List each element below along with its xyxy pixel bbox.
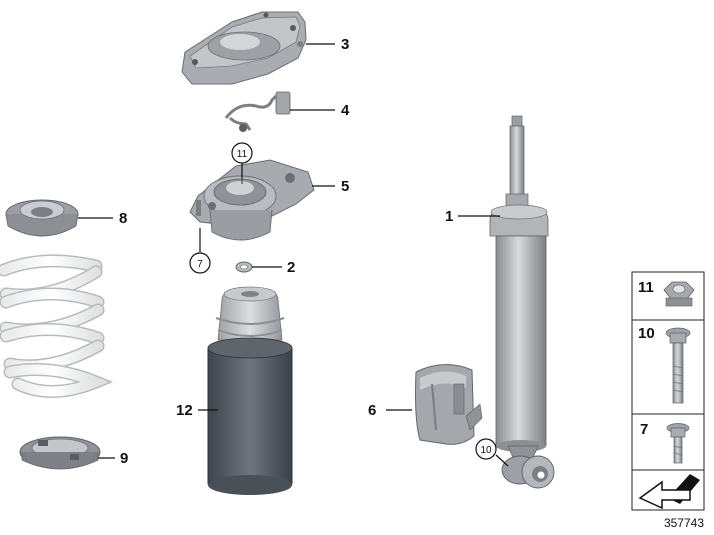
callout-4: 4 xyxy=(341,102,350,119)
strut-mount-part xyxy=(189,159,315,241)
circled-callout-7: 7 xyxy=(189,252,211,274)
circled-callout-10: 10 xyxy=(475,438,497,460)
circled-10-label: 10 xyxy=(480,445,492,456)
callout-9: 9 xyxy=(120,450,128,467)
washer-part xyxy=(235,261,253,273)
callout-12: 12 xyxy=(176,402,193,419)
diagram-number: 357743 xyxy=(664,516,704,530)
shock-absorber-part xyxy=(489,115,555,489)
clamp-sleeve-part xyxy=(415,364,483,445)
callout-8: 8 xyxy=(119,210,127,227)
circled-7-label: 7 xyxy=(197,259,203,270)
direction-arrow-icon xyxy=(638,474,700,510)
lower-spring-pad-part xyxy=(19,436,101,470)
callout-2: 2 xyxy=(287,259,295,276)
leader-lines xyxy=(78,43,509,467)
circled-11-label: 11 xyxy=(237,149,248,160)
legend-label-10: 10 xyxy=(638,325,655,342)
coil-spring-part xyxy=(0,254,114,398)
sensor-bracket-part xyxy=(224,91,291,132)
bump-stop-boot-part xyxy=(207,286,293,495)
callout-5: 5 xyxy=(341,178,349,195)
spring-seat-part xyxy=(5,199,79,237)
short-bolt-icon xyxy=(666,423,690,464)
upper-mount-plate-part xyxy=(181,11,307,85)
callout-6: 6 xyxy=(368,402,376,419)
legend-label-11: 11 xyxy=(638,279,654,296)
circled-callout-11: 11 xyxy=(231,142,253,164)
nut-icon xyxy=(663,281,695,307)
callout-3: 3 xyxy=(341,36,349,53)
callout-1: 1 xyxy=(445,208,453,225)
fastener-legend: 11 10 7 xyxy=(631,271,705,511)
long-bolt-icon xyxy=(665,327,691,404)
legend-label-7: 7 xyxy=(640,421,648,438)
